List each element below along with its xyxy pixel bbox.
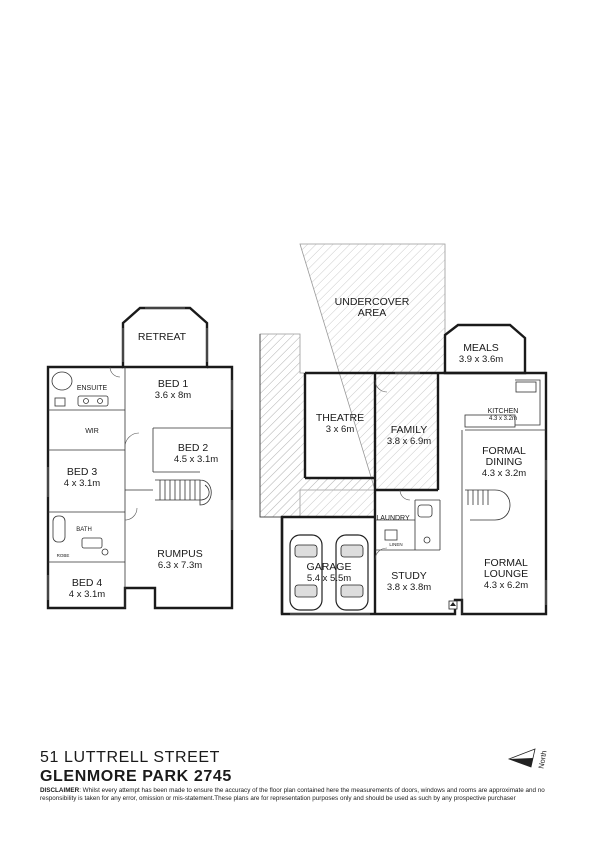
room-undercover-line2: AREA bbox=[358, 307, 387, 319]
room-bed1-size: 3.6 x 8m bbox=[155, 390, 192, 401]
room-dining-line2: DINING bbox=[486, 456, 523, 468]
north-label: North bbox=[537, 750, 549, 770]
room-kitchen-size: 4.3 x 3.2m bbox=[489, 416, 517, 422]
room-lounge-line1: FORMAL bbox=[484, 557, 528, 569]
car-icon bbox=[335, 534, 369, 611]
room-garage-size: 5.4 x 5.5m bbox=[307, 573, 351, 584]
disclaimer: DISCLAIMER: Whilst every attempt has bee… bbox=[40, 787, 560, 802]
room-bed4-label: BED 4 bbox=[72, 577, 103, 589]
car-icon bbox=[289, 534, 323, 611]
room-bed3-label: BED 3 bbox=[67, 466, 98, 478]
room-meals-label: MEALS bbox=[463, 342, 499, 354]
room-robe: ROBE bbox=[57, 553, 70, 558]
property-address: 51 LUTTRELL STREET bbox=[40, 749, 221, 766]
room-meals-size: 3.9 x 3.6m bbox=[459, 354, 503, 365]
room-lounge-line2: LOUNGE bbox=[484, 568, 528, 580]
room-theatre-label: THEATRE bbox=[316, 412, 364, 424]
property-suburb: GLENMORE PARK 2745 bbox=[40, 768, 232, 785]
room-linen: LINEN bbox=[389, 542, 402, 547]
disclaimer-text: : Whilst every attempt has been made to … bbox=[40, 787, 545, 802]
room-family-size: 3.8 x 6.9m bbox=[387, 436, 431, 447]
room-study-size: 3.8 x 3.8m bbox=[387, 582, 431, 593]
room-dining-line1: FORMAL bbox=[482, 445, 526, 457]
room-theatre-size: 3 x 6m bbox=[326, 424, 355, 435]
disclaimer-label: DISCLAIMER bbox=[40, 787, 80, 794]
room-dining-size: 4.3 x 3.2m bbox=[482, 468, 526, 479]
ground-floor bbox=[259, 243, 548, 616]
room-ensuite: ENSUITE bbox=[77, 385, 108, 392]
entry-icon bbox=[448, 600, 458, 610]
room-bed1-label: BED 1 bbox=[158, 378, 189, 390]
room-rumpus-size: 6.3 x 7.3m bbox=[158, 560, 202, 571]
room-family-label: FAMILY bbox=[391, 424, 428, 436]
room-wir: WIR bbox=[85, 428, 99, 435]
room-bed2-label: BED 2 bbox=[178, 442, 209, 454]
room-retreat: RETREAT bbox=[138, 331, 187, 343]
room-bed2-size: 4.5 x 3.1m bbox=[174, 454, 218, 465]
north-arrow-icon: North bbox=[507, 748, 549, 770]
upper-floor bbox=[46, 306, 234, 610]
room-laundry: LAUNDRY bbox=[376, 515, 410, 522]
room-bath: BATH bbox=[76, 527, 92, 533]
room-study-label: STUDY bbox=[391, 570, 427, 582]
room-undercover-line1: UNDERCOVER bbox=[335, 296, 410, 308]
room-bed3-size: 4 x 3.1m bbox=[64, 478, 101, 489]
room-rumpus-label: RUMPUS bbox=[157, 548, 203, 560]
room-kitchen-label: KITCHEN bbox=[488, 408, 519, 415]
room-bed4-size: 4 x 3.1m bbox=[69, 589, 106, 600]
room-garage-label: GARAGE bbox=[307, 561, 352, 573]
room-lounge-size: 4.3 x 6.2m bbox=[484, 580, 528, 591]
